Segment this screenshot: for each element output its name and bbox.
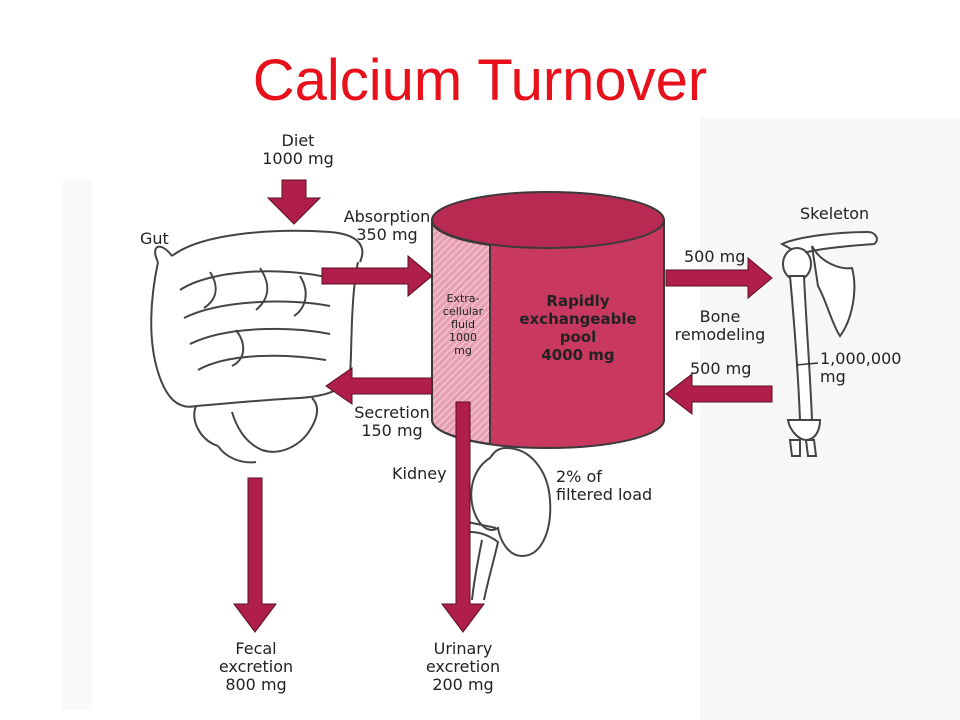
ecf-line-4: 1000 — [449, 331, 477, 344]
urinary-excretion: excretion — [425, 657, 501, 676]
diet-label: Diet 1000 mg — [258, 132, 338, 168]
absorption-arrow — [321, 254, 433, 298]
urinary-label: Urinary excretion 200 mg — [420, 640, 506, 694]
to-bone-arrow — [665, 256, 773, 300]
absorption-label: Absorption 350 mg — [340, 208, 434, 244]
remodeling-line-2: remodeling — [674, 325, 766, 344]
pool-line-1: Rapidly — [546, 292, 610, 310]
fecal-amount: 800 mg — [225, 675, 287, 694]
cylinder-top — [431, 191, 665, 249]
urinary-arrow — [441, 401, 485, 633]
diet-arrow — [266, 179, 322, 225]
gut-label: Gut — [140, 229, 169, 248]
flow-arrows — [233, 179, 773, 633]
scan-background-left — [62, 180, 92, 710]
skeleton-unit: mg — [820, 367, 846, 386]
filtered-text: filtered load — [556, 485, 653, 504]
page-title: Calcium Turnover — [252, 48, 708, 113]
remodeling-line-1: Bone — [699, 307, 741, 326]
ecf-label: Extra- cellular fluid 1000 mg — [436, 292, 490, 357]
diet-amount: 1000 mg — [262, 149, 334, 168]
ecf-line-2: cellular — [442, 305, 484, 318]
urinary-text: Urinary — [433, 639, 493, 658]
secretion-text: Secretion — [354, 403, 430, 422]
filtered-load-label: 2% of filtered load — [556, 468, 652, 504]
to-bone-label: 500 mg — [684, 247, 746, 266]
from-bone-arrow — [665, 372, 773, 416]
kidney-label: Kidney — [392, 464, 447, 483]
skeleton-amount: 1,000,000 — [820, 349, 902, 368]
ecf-line-5: mg — [454, 344, 472, 357]
skeleton-pointer — [795, 362, 819, 366]
ecf-line-3: fluid — [451, 318, 475, 331]
kidney-illustration — [467, 446, 552, 601]
skeleton-label: Skeleton — [800, 204, 870, 223]
urinary-amount: 200 mg — [432, 675, 494, 694]
ecf-line-1: Extra- — [446, 292, 480, 305]
pool-label: Rapidly exchangeable pool 4000 mg — [500, 292, 656, 364]
gut-illustration — [150, 229, 364, 464]
skeleton-illustration — [779, 230, 878, 457]
scan-background-right — [700, 118, 960, 720]
secretion-arrow — [325, 367, 433, 405]
fecal-excretion: excretion — [218, 657, 294, 676]
remodeling-label: Bone remodeling — [670, 308, 770, 344]
pool-line-4: 4000 mg — [541, 346, 615, 364]
pool-line-3: pool — [559, 328, 597, 346]
fecal-arrow — [233, 477, 277, 633]
pool-line-2: exchangeable — [519, 310, 637, 328]
fecal-label: Fecal excretion 800 mg — [214, 640, 298, 694]
absorption-amount: 350 mg — [356, 225, 418, 244]
filtered-percent: 2% of — [556, 467, 602, 486]
pool-cylinder — [430, 191, 665, 449]
fecal-text: Fecal — [235, 639, 277, 658]
from-bone-label: 500 mg — [690, 359, 752, 378]
diet-text: Diet — [281, 131, 315, 150]
skeleton-amount-label: 1,000,000 mg — [820, 350, 901, 386]
absorption-text: Absorption — [343, 207, 431, 226]
secretion-amount: 150 mg — [361, 421, 423, 440]
secretion-label: Secretion 150 mg — [350, 404, 434, 440]
